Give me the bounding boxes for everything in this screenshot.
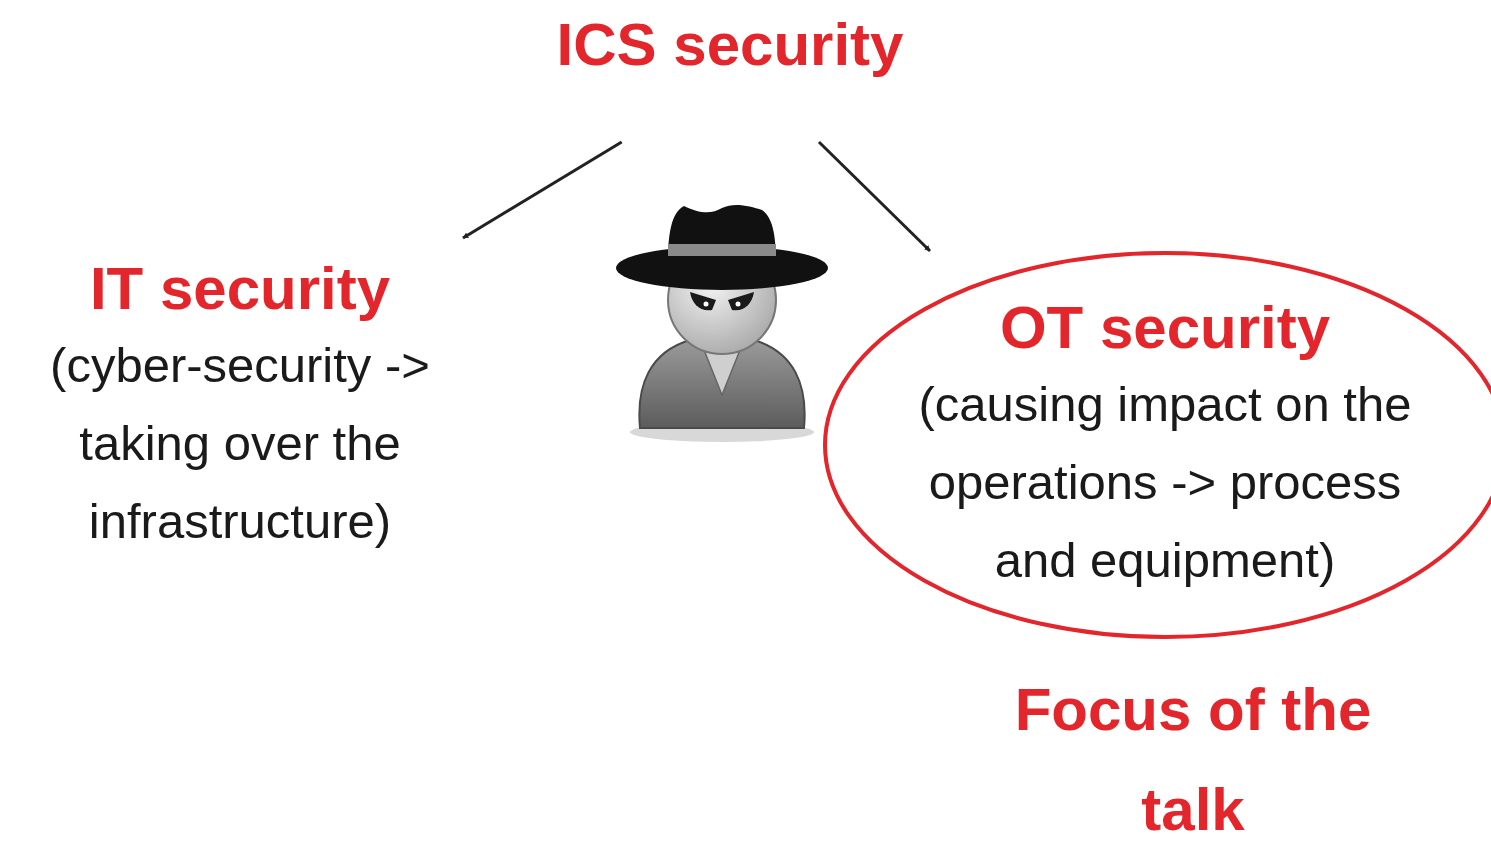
node-description: (causing impact on the operations -> pro… bbox=[885, 365, 1445, 599]
spy-eye bbox=[690, 292, 716, 310]
node-heading: OT security bbox=[885, 291, 1445, 365]
hat-band bbox=[668, 244, 776, 256]
text-node: ICS security bbox=[537, 8, 924, 142]
eye-glint bbox=[704, 302, 709, 307]
node-heading: ICS security bbox=[557, 8, 904, 82]
ellipse-outline bbox=[825, 253, 1491, 637]
node-heading: IT security bbox=[5, 252, 475, 326]
arrow-connector bbox=[819, 142, 930, 251]
focus-note: Focus of the talk bbox=[968, 660, 1418, 845]
spy-eye bbox=[728, 292, 754, 310]
hat-crown bbox=[668, 205, 776, 262]
eye-glint bbox=[736, 302, 741, 307]
ellipse-node: OT security(causing impact on the operat… bbox=[823, 251, 1491, 639]
text-node: IT security(cyber-security -> taking ove… bbox=[0, 238, 483, 570]
arrow-connector bbox=[463, 142, 622, 238]
node-description: (cyber-security -> taking over the infra… bbox=[5, 326, 475, 560]
